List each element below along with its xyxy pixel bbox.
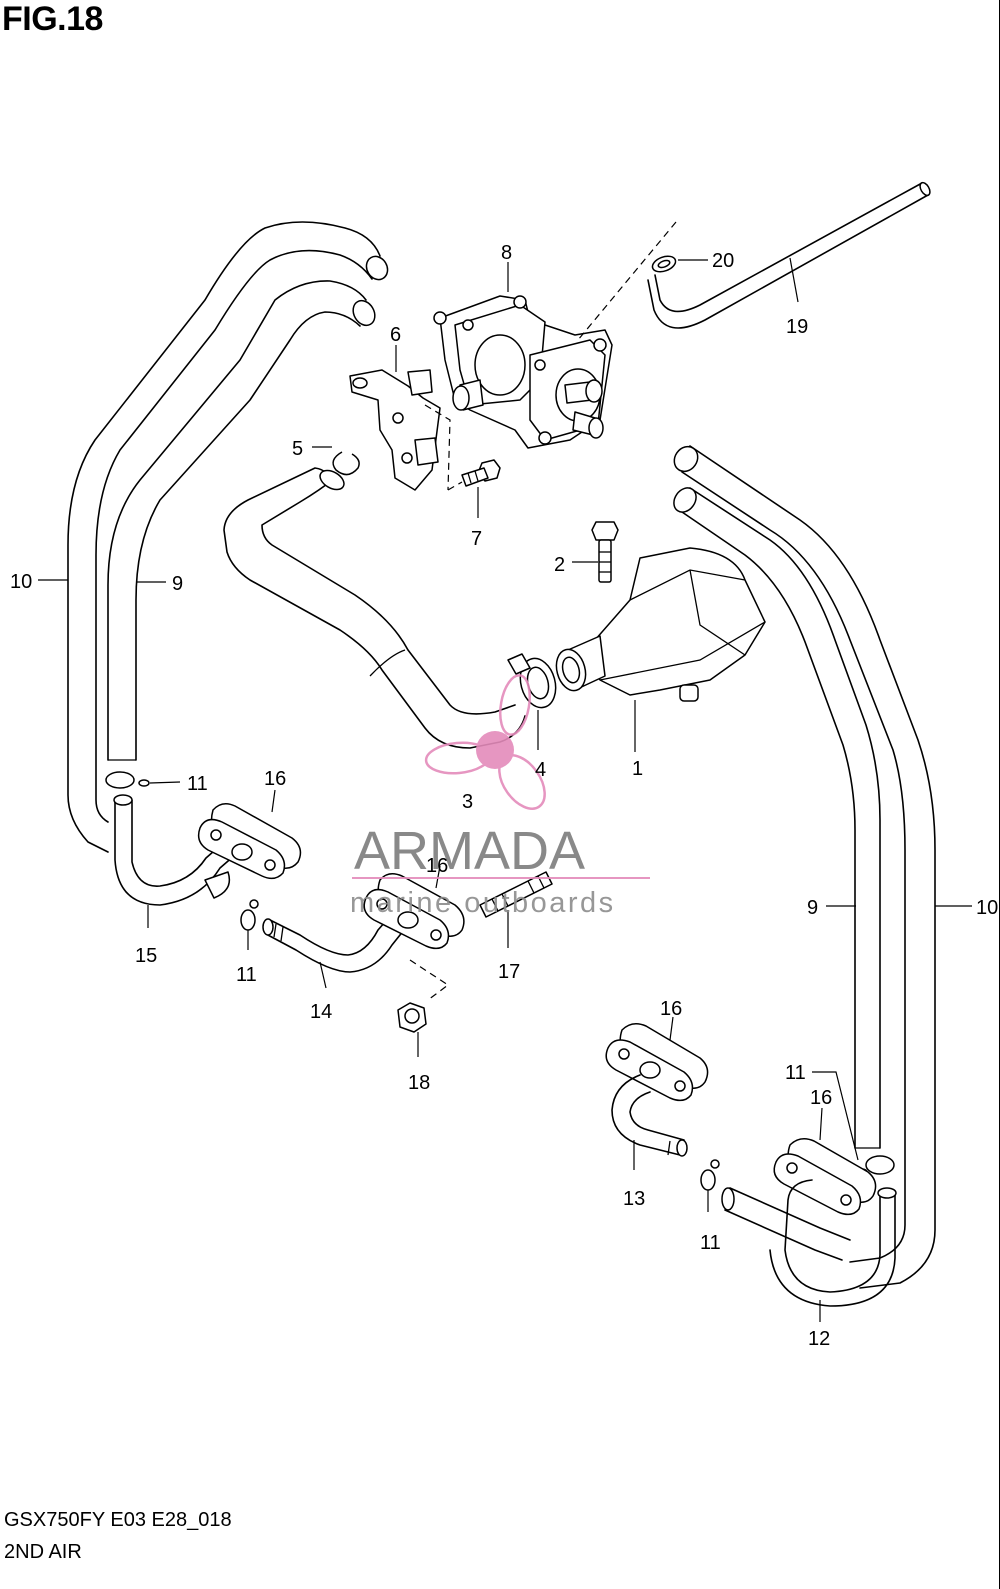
part-20-clamp[interactable] [650,253,708,274]
part-2-bolt[interactable] [572,521,619,583]
part-9-left-hose[interactable] [107,280,379,761]
callout-11-a: 11 [187,773,208,795]
figure-title: FIG.18 [2,0,103,38]
part-12-pipe[interactable] [721,1179,897,1322]
callout-16-b: 16 [426,855,448,877]
part-11-oring-b[interactable] [240,899,259,950]
callout-16-a: 16 [264,768,286,790]
propeller-icon [424,674,546,810]
callout-13: 13 [623,1188,645,1210]
callout-10-left: 10 [10,571,32,593]
callout-16-c: 16 [660,998,682,1020]
callout-8: 8 [501,242,512,264]
callout-17: 17 [498,961,520,983]
callout-1: 1 [632,758,643,780]
section-caption: 2ND AIR [4,1541,82,1563]
part-17-stud[interactable] [479,871,553,948]
part-16-flange-mid-right[interactable] [605,1016,709,1102]
part-15-pipe[interactable] [113,794,251,928]
part-9-right-hose[interactable] [669,484,881,1149]
model-code: GSX750FY E03 E28_018 [4,1509,232,1531]
callout-20: 20 [712,250,734,272]
part-3-hose[interactable] [223,467,526,749]
callout-12: 12 [808,1328,830,1350]
callout-7: 7 [471,528,482,550]
part-7-bolt[interactable] [447,459,501,518]
part-1-air-case[interactable] [552,547,766,752]
part-14-pipe[interactable] [262,904,413,989]
callout-5: 5 [292,438,303,460]
callout-15: 15 [135,945,157,967]
part-5-clip[interactable] [312,446,360,476]
callout-3: 3 [462,791,473,813]
part-11-oring-a[interactable] [105,771,181,789]
part-11-oring-c[interactable] [700,1159,720,1212]
callout-14: 14 [310,1001,332,1023]
callout-16-d: 16 [810,1087,832,1109]
callout-9-left: 9 [172,573,183,595]
callout-6: 6 [390,324,401,346]
callout-11-b: 11 [236,964,257,986]
part-16-flange-left[interactable] [197,789,302,880]
callout-4: 4 [535,759,546,781]
part-18-nut[interactable] [397,1002,427,1057]
part-6-bracket[interactable] [349,345,451,491]
part-8-valve-assembly[interactable] [433,262,613,449]
part-4-clamp[interactable] [507,653,561,750]
callout-9-right: 9 [807,897,818,919]
callout-19: 19 [786,316,808,338]
callout-11-d: 11 [785,1062,806,1084]
watermark-logo: ARMADA marine outboards [350,674,650,919]
callout-18: 18 [408,1072,430,1094]
callout-labels: 1 2 3 4 5 6 7 8 9 9 10 10 11 11 11 11 12… [10,242,998,1350]
part-10-right-hose[interactable] [670,442,936,1289]
callout-10-right: 10 [976,897,998,919]
part-16-flange-right[interactable] [773,1107,877,1216]
part-10-left-hose[interactable] [67,221,392,853]
watermark-brand: ARMADA [354,821,585,881]
part-16-flange-center[interactable] [363,865,465,1001]
watermark-tagline: marine outboards [350,887,616,919]
part-19-hose[interactable] [577,181,932,341]
callout-11-c: 11 [700,1232,721,1254]
callout-2: 2 [554,554,565,576]
part-13-pipe[interactable] [611,1074,688,1170]
